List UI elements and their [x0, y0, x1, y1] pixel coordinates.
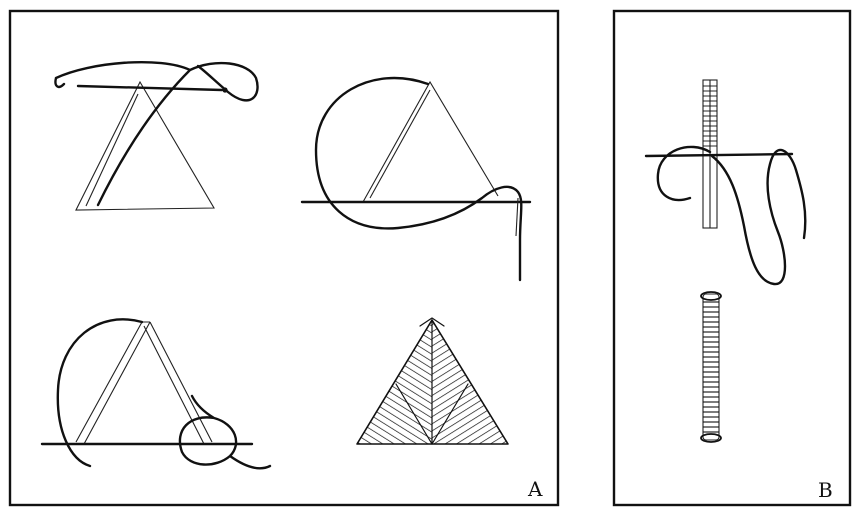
panel-b-label: B [818, 478, 833, 502]
stitch-step-2 [302, 78, 530, 280]
triangle-outline [363, 82, 498, 202]
stitch-step-3 [42, 319, 270, 468]
panel-b-frame [614, 11, 850, 505]
wrap-step-1 [646, 80, 805, 284]
panel-a: A [10, 11, 558, 505]
thread [316, 78, 521, 280]
left-stitch [76, 322, 150, 444]
bar-cap-top [701, 292, 721, 300]
panel-a-label: A [527, 477, 543, 501]
thread [658, 147, 805, 284]
bar-cap-bottom [701, 434, 721, 442]
right-stitch [144, 322, 212, 444]
stitch-step-4 [357, 318, 508, 444]
thread [55, 62, 257, 205]
thread-line [78, 86, 222, 90]
triangle-outline [76, 82, 214, 210]
panel-b: B [614, 11, 850, 505]
stitch-step-1 [55, 62, 257, 210]
thread [58, 319, 270, 468]
wrap-step-2 [701, 292, 721, 442]
